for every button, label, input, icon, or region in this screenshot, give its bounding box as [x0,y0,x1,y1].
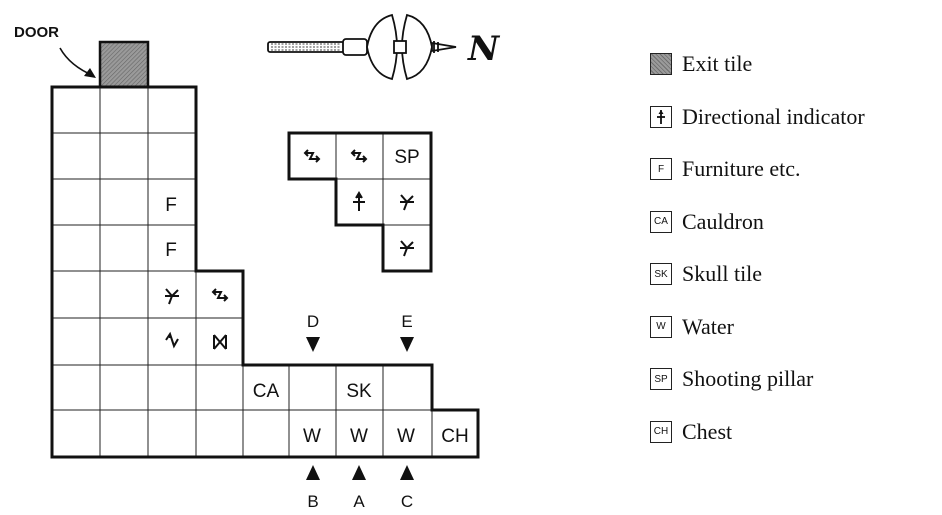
grid-cell [335,364,384,411]
legend-label: Shooting pillar [682,366,814,392]
directional-indicator-icon [350,149,368,163]
main-grid-outline [50,85,480,459]
grid-cell [147,86,197,134]
north-label: N [467,29,501,69]
grid-cell [242,409,290,458]
chest-icon: CH [650,420,672,443]
door-arrowhead [84,68,96,78]
legend-item: F Furniture etc. [650,143,940,196]
grid-cell [51,409,101,458]
legend-label: Water [682,313,734,339]
water-cell: W [303,426,321,447]
grid-cell [382,409,433,458]
directional-indicator-icon [165,331,179,349]
down-arrow-icon [400,337,414,352]
grid-cell [51,270,101,319]
pointer-label-e: E [401,312,412,331]
grid-cell [51,178,101,226]
axe-compass-icon [267,13,457,81]
directional-indicator-icon [211,288,229,302]
cauldron-icon: CA [650,210,672,233]
grid-cell [51,364,101,411]
furniture-icon: F [650,158,672,181]
legend-item: Directional indicator [650,91,940,144]
legend-item: CA Cauldron [650,196,940,249]
up-arrow-icon [306,465,320,480]
grid-cell [99,86,149,134]
water-cell: W [397,426,415,447]
legend-item: SP Shooting pillar [650,353,940,406]
up-arrow-icon [400,465,414,480]
shooting-pillar-icon: SP [650,368,672,391]
pointer-label-b: B [307,492,318,511]
grid-cell [99,132,149,180]
pointer-label-d: D [307,312,319,331]
up-arrow-icon [352,465,366,480]
grid-cell [382,364,433,411]
shooting-pillar-cell: SP [394,147,419,168]
legend-label: Chest [682,418,733,444]
grid-cell [51,86,101,134]
legend-label: Directional indicator [682,103,865,129]
grid-cell [99,364,149,411]
cauldron-cell: CA [253,381,280,402]
grid-cell [195,409,244,458]
grid-cell [147,409,197,458]
water-cell: W [350,426,368,447]
legend-item: CH Chest [650,406,940,459]
door-label: DOOR [14,24,59,41]
legend-label: Cauldron [682,208,764,234]
grid-cell [99,409,149,458]
grid-cell [195,364,244,411]
grid-cell [147,364,197,411]
grid-cell [99,317,149,366]
legend-label: Furniture etc. [682,156,801,182]
legend-label: Skull tile [682,261,763,287]
pointer-label-c: C [401,492,413,511]
grid-cell [51,224,101,272]
grid-cell [51,132,101,180]
furniture-cell: F [165,240,177,261]
pointer-label-a: A [353,492,365,511]
skull-tile-icon: SK [650,263,672,286]
legend-item: Exit tile [650,38,940,91]
grid-cell [147,132,197,180]
grid-cell [99,178,149,226]
grid-cell [147,224,197,272]
legend-item: W Water [650,301,940,354]
grid-cell [51,317,101,366]
directional-indicator-icon [400,194,414,211]
directional-indicator-icon [165,288,179,305]
main-grid [51,86,479,458]
chest-cell: CH [441,426,468,447]
legend-label: Exit tile [682,51,753,77]
down-arrow-icon [306,337,320,352]
legend-item: SK Skull tile [650,248,940,301]
directional-indicator-icon [400,240,414,257]
directional-indicator-icon [213,334,227,350]
exit-tile-icon [650,53,672,76]
directional-indicator-icon [650,105,672,128]
furniture-cell: F [165,195,177,216]
water-icon: W [650,315,672,338]
directional-indicator-icon [353,191,365,211]
grid-cell [288,364,337,411]
skull-tile-cell: SK [346,381,372,402]
exit-tile [98,40,150,89]
directional-indicator-icon [303,149,321,163]
grid-cell [99,270,149,319]
grid-cell [99,224,149,272]
mini-grid-outline [287,131,433,273]
